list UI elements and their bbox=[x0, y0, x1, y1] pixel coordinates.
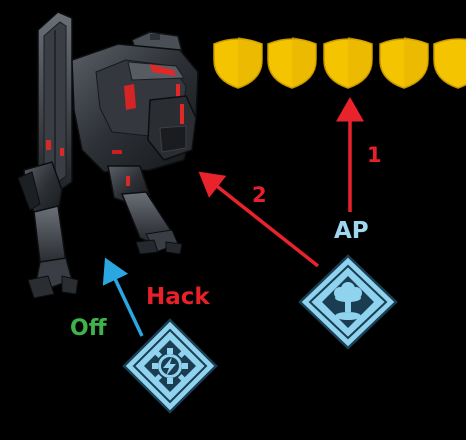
off-label: Off bbox=[70, 316, 107, 341]
explosion-mushroom-cloud-icon[interactable] bbox=[298, 254, 398, 350]
step-number-2: 2 bbox=[252, 183, 267, 207]
step-number-1: 1 bbox=[367, 143, 382, 167]
mech-robot[interactable] bbox=[17, 11, 199, 299]
shield-icon bbox=[267, 37, 317, 89]
shield-icon bbox=[379, 37, 429, 89]
shield-icon bbox=[433, 38, 466, 89]
shield-icon bbox=[323, 37, 373, 89]
shield-row bbox=[213, 37, 466, 89]
lightning-gear-icon[interactable] bbox=[122, 318, 218, 414]
shield-icon bbox=[213, 37, 263, 89]
ap-label: AP bbox=[334, 218, 369, 244]
arrow-off-to-mech bbox=[102, 257, 144, 337]
hack-label: Hack bbox=[146, 284, 210, 310]
arrow-hack-to-mech bbox=[198, 171, 320, 268]
